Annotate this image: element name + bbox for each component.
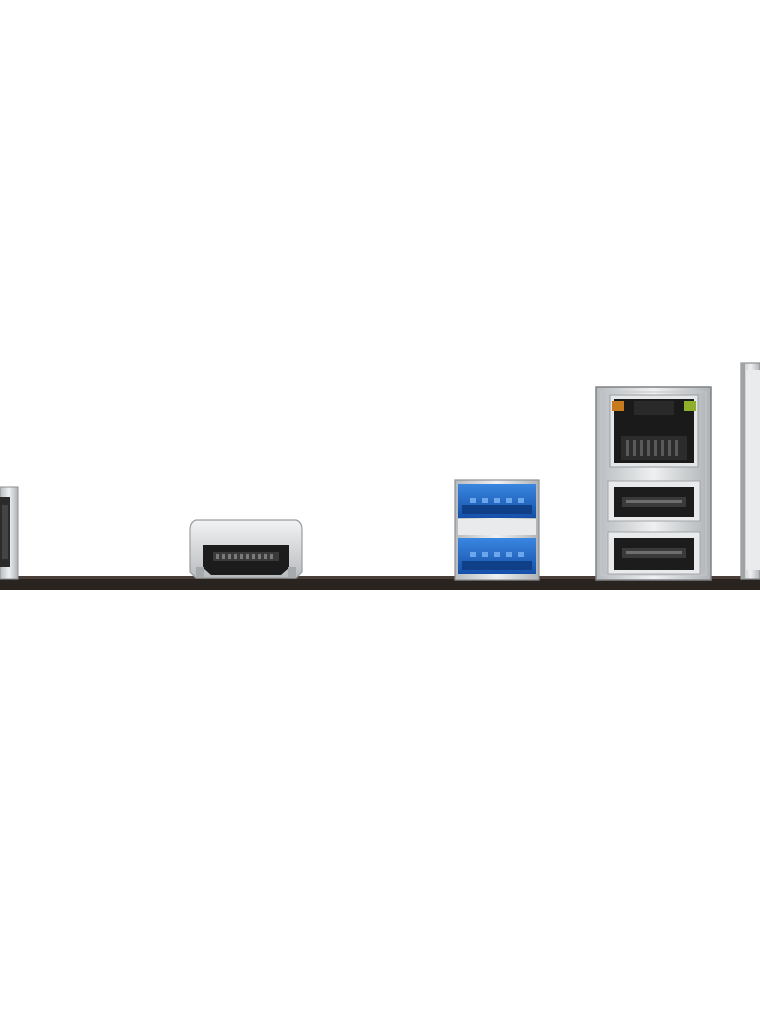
usb2-port-top: [607, 480, 701, 522]
ethernet-port: [609, 394, 699, 468]
ethernet-link-led: [684, 401, 696, 411]
right-audio-connector: [740, 362, 760, 580]
usb3-port-bottom: [458, 538, 536, 574]
ethernet-usb-combo: [595, 386, 712, 581]
usb3-port-stack: [454, 479, 540, 581]
usb3-port-top: [458, 484, 536, 518]
hdmi-port: [189, 519, 303, 579]
usb2-port-bottom: [607, 531, 701, 575]
pcb-edge: [0, 576, 760, 590]
left-display-connector: [0, 486, 19, 580]
ethernet-activity-led: [612, 401, 624, 411]
